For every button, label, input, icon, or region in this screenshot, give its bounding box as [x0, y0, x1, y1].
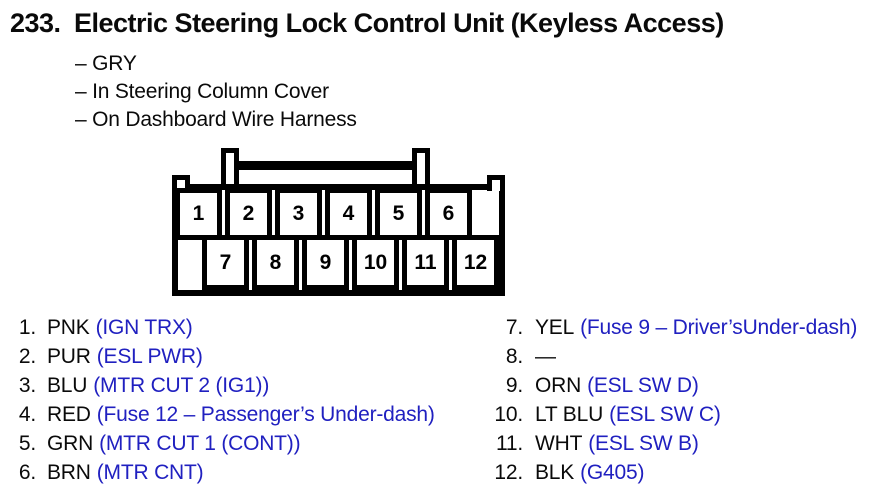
wire-color: BLU	[47, 374, 88, 397]
pin-list-left: 1.PNK(IGN TRX)2.PUR(ESL PWR)3.BLU(MTR CU…	[12, 313, 435, 487]
wire-function: (ESL PWR)	[96, 345, 203, 368]
section-number: 233.	[10, 8, 61, 38]
wire-function: (ESL SW D)	[587, 374, 699, 397]
wire-function: (MTR CUT 2 (IG1))	[93, 374, 270, 397]
note-line: – In Steering Column Cover	[75, 80, 329, 103]
pin-row: 11. WHT(ESL SW B)	[480, 429, 857, 458]
wire-function: (ESL SW C)	[609, 403, 721, 426]
pin-number: 5.	[18, 432, 36, 455]
pin-number: 6.	[18, 461, 36, 484]
pin-row: 12. BLK(G405)	[480, 458, 857, 487]
pin-cell-7: 7	[202, 235, 249, 290]
pin-number: 11.	[495, 432, 523, 455]
pin-cell-6: 6	[425, 188, 472, 240]
wire-color: BRN	[47, 461, 91, 484]
section-title: Electric Steering Lock Control Unit (Key…	[74, 8, 724, 38]
pin-cell-9: 9	[302, 235, 349, 290]
wire-function: (G405)	[580, 461, 645, 484]
pin-row: 6. BRN(MTR CNT)	[12, 458, 435, 487]
page-title: 233. Electric Steering Lock Control Unit …	[10, 8, 724, 39]
pin-number: 10.	[494, 403, 523, 426]
wire-color: GRN	[47, 432, 94, 455]
wire-color: RED	[47, 403, 91, 426]
pin-row: 2. PUR(ESL PWR)	[12, 342, 435, 371]
wire-function: (ESL SW B)	[588, 432, 699, 455]
connector-blank-cell-bottom-left	[175, 235, 199, 290]
connector-lock-bar	[235, 161, 417, 170]
pin-row: 7. YEL(Fuse 9 – Driver’sUnder-dash)	[480, 313, 857, 342]
wire-function: (Fuse 9 – Driver’sUnder-dash)	[580, 316, 858, 339]
note-line: – GRY	[75, 52, 137, 75]
connector-blank-cell-top-right	[475, 188, 502, 240]
pin-number: 9.	[505, 374, 523, 397]
pin-number: 7.	[505, 316, 523, 339]
pin-number: 8.	[505, 345, 523, 368]
pin-number: 3.	[18, 374, 36, 397]
pin-cell-8: 8	[252, 235, 299, 290]
pin-cell-4: 4	[325, 188, 372, 240]
note-line: – On Dashboard Wire Harness	[75, 108, 357, 131]
pin-cell-12: 12	[452, 235, 499, 290]
connector-notes: – GRY – In Steering Column Cover – On Dash…	[75, 50, 357, 134]
pin-cell-1: 1	[175, 188, 222, 240]
pin-cell-11: 11	[402, 235, 449, 290]
pin-cell-5: 5	[375, 188, 422, 240]
wire-color: WHT	[535, 432, 583, 455]
pin-number: 4.	[18, 403, 36, 426]
wire-color: YEL	[535, 316, 575, 339]
wire-color: PUR	[47, 345, 91, 368]
wire-color: BLK	[535, 461, 575, 484]
pin-row: 5. GRN(MTR CUT 1 (CONT))	[12, 429, 435, 458]
connector-post-left	[221, 148, 239, 190]
pin-row: 4. RED(Fuse 12 – Passenger’s Under-dash)	[12, 400, 435, 429]
wire-color: PNK	[47, 316, 90, 339]
pin-number: 1.	[18, 316, 36, 339]
pin-list-right: 7. YEL(Fuse 9 – Driver’sUnder-dash) 8. — 9. O…	[480, 313, 857, 487]
wire-color: LT BLU	[535, 403, 604, 426]
wire-function: (Fuse 12 – Passenger’s Under-dash)	[96, 403, 435, 426]
pin-row: 3. BLU(MTR CUT 2 (IG1))	[12, 371, 435, 400]
pin-cell-2: 2	[225, 188, 272, 240]
wire-function: (IGN TRX)	[95, 316, 193, 339]
pin-number: 12.	[494, 461, 523, 484]
pin-row: 10. LT BLU(ESL SW C)	[480, 400, 857, 429]
wire-function: (MTR CNT)	[96, 461, 204, 484]
pin-row: 8. —	[480, 342, 857, 371]
pin-cell-10: 10	[352, 235, 399, 290]
pin-cell-3: 3	[275, 188, 322, 240]
connector-post-right	[412, 148, 430, 190]
wire-color: —	[535, 345, 556, 368]
wire-function: (MTR CUT 1 (CONT))	[99, 432, 301, 455]
pin-row: 9. ORN(ESL SW D)	[480, 371, 857, 400]
pin-row: 1. PNK(IGN TRX)	[12, 313, 435, 342]
connector-tab-right	[487, 175, 505, 191]
connector-tab-left	[172, 175, 190, 191]
wire-color: ORN	[535, 374, 582, 397]
pin-number: 2.	[18, 345, 36, 368]
